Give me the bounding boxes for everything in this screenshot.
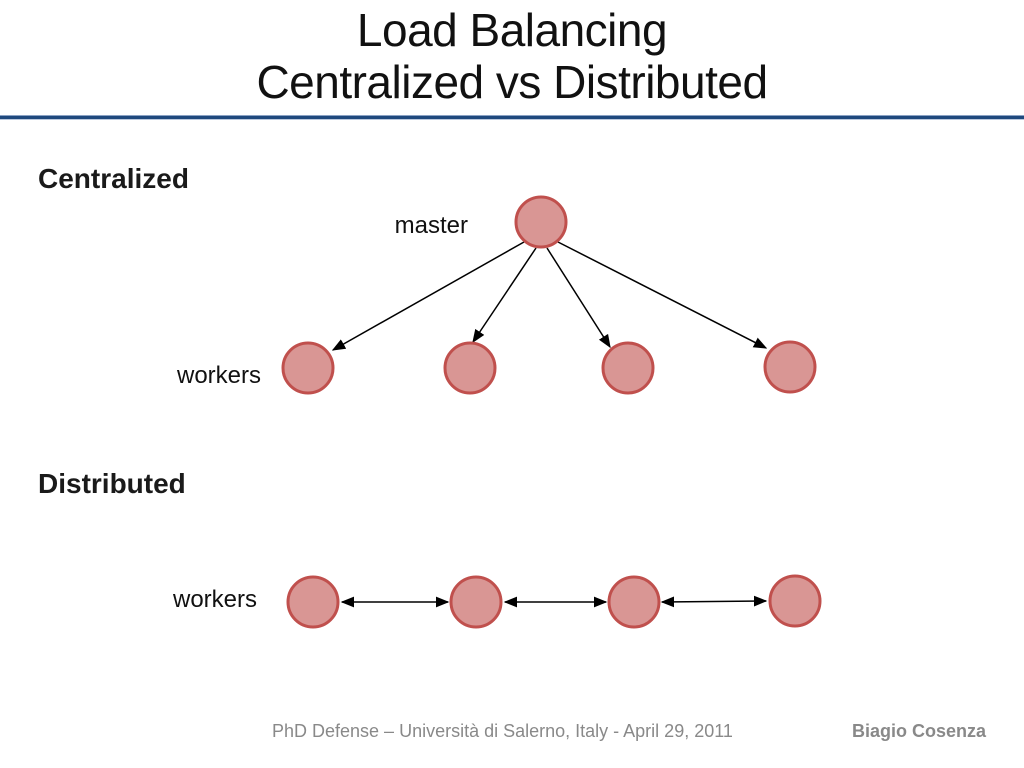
centralized-heading: Centralized	[38, 163, 189, 194]
distributed-workers-label: workers	[172, 586, 257, 613]
worker-to-worker-arrows	[340, 595, 768, 608]
arrow-master-worker4	[557, 241, 768, 349]
arrow-master-worker3	[546, 247, 611, 349]
centralized-worker-node-3	[601, 341, 655, 395]
slide-title-line2: Centralized vs Distributed	[256, 56, 768, 108]
title-divider	[0, 115, 1024, 120]
master-node	[514, 195, 568, 249]
master-to-worker-arrows	[331, 241, 768, 351]
distributed-worker-node-2	[449, 575, 503, 629]
centralized-worker-nodes	[281, 340, 817, 395]
footer: PhD Defense – Università di Salerno, Ita…	[0, 716, 1024, 746]
distributed-heading: Distributed	[38, 468, 186, 499]
footer-credit: PhD Defense – Università di Salerno, Ita…	[272, 721, 733, 741]
arrow-worker3-worker4	[660, 595, 768, 608]
distributed-worker-node-1	[286, 575, 340, 629]
distributed-worker-node-4	[768, 574, 822, 628]
footer-author: Biagio Cosenza	[851, 721, 986, 741]
centralized-worker-node-4	[763, 340, 817, 394]
slide-title: Load Balancing Centralized vs Distribute…	[0, 4, 1024, 108]
arrow-master-worker1	[331, 241, 525, 351]
distributed-worker-node-3	[607, 575, 661, 629]
arrow-master-worker2	[472, 247, 537, 344]
centralized-worker-node-2	[443, 341, 497, 395]
centralized-workers-label: workers	[176, 362, 261, 389]
slide-title-line1: Load Balancing	[356, 4, 668, 56]
centralized-worker-node-1	[281, 341, 335, 395]
distributed-worker-nodes	[286, 574, 822, 629]
master-label: master	[395, 212, 468, 239]
